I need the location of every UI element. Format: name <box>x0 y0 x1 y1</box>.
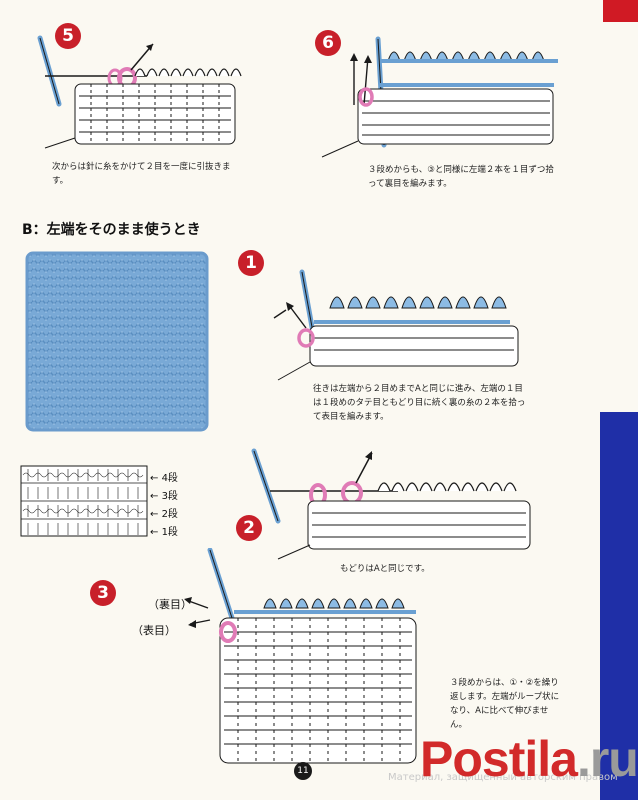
step-b1-caption: 往きは左端から２目めまでAと同じに進み、左端の１目は１段めのタテ目ともどり目に続… <box>313 384 526 422</box>
chart-row-label-1: ← 1段 <box>150 527 178 538</box>
knitted-swatch-photo <box>25 251 209 432</box>
step-b3-badge: 3 <box>90 580 116 606</box>
side-tab-blue <box>600 412 638 800</box>
copyright-watermark: Материал, защищенный авторским правом <box>388 772 618 783</box>
label-omote-me: （表目） <box>132 624 176 637</box>
label-ura-me: （裏目） <box>148 598 192 611</box>
step-b1-badge: 1 <box>238 250 264 276</box>
step-b2-badge: 2 <box>236 515 262 541</box>
chart-row-label-4: ← 4段 <box>150 473 178 484</box>
stitch-chart <box>20 465 148 537</box>
step-b3-caption: ３段めからは、①・②を繰り返します。左端がループ状になり、Aに比べて伸びません。 <box>450 678 560 730</box>
step-5-illustration <box>37 35 242 149</box>
corner-tab-red <box>603 0 638 22</box>
chart-row-label-3: ← 3段 <box>150 491 178 502</box>
step-b1-illustration <box>273 269 519 381</box>
step-5-badge: 5 <box>55 23 81 49</box>
step-b2-caption: もどりはAと同じです。 <box>340 564 430 574</box>
chart-row-label-2: ← 2段 <box>150 509 178 520</box>
page-number: 11 <box>294 762 312 780</box>
step-6-illustration <box>321 36 558 158</box>
section-b-title: B：左端をそのまま使うとき <box>22 222 201 238</box>
step-6-caption: ３段めからも、③と同様に左端２本を１目ずつ拾って裏目を編みます。 <box>368 165 554 189</box>
step-b3-illustration <box>184 548 417 764</box>
brand-logo: Postila.ru <box>420 731 638 787</box>
step-b2-illustration <box>251 448 531 560</box>
step-6-badge: 6 <box>315 30 341 56</box>
step-5-caption: 次からは針に糸をかけて２目を一度に引抜きます。 <box>52 162 231 186</box>
